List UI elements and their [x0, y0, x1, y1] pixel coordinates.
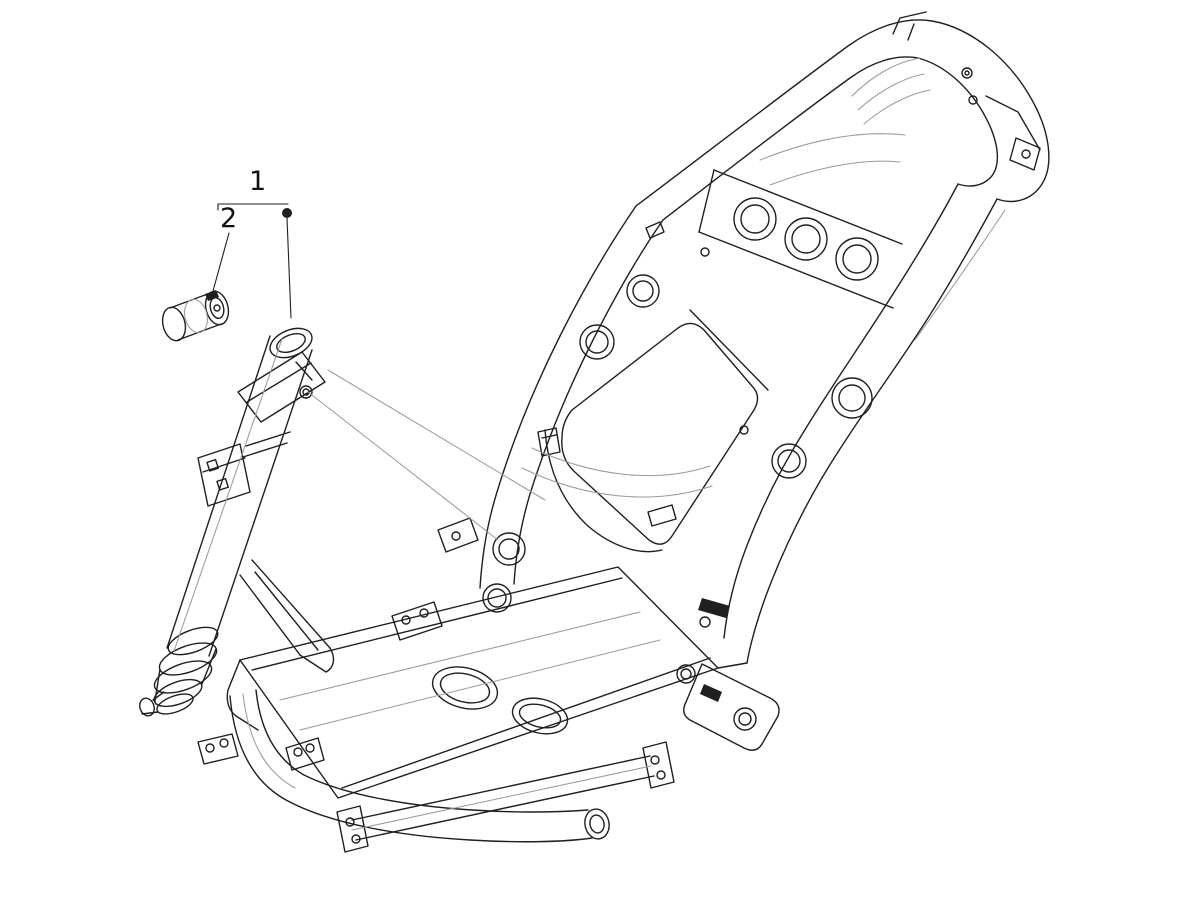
frame-slot-dark: [698, 598, 730, 618]
rear-cross-member: [336, 741, 675, 853]
bushing-seam: [184, 298, 208, 334]
main-frame: [437, 11, 1050, 684]
lower-tube-contour: [242, 693, 296, 789]
callout-1-label: 1: [249, 166, 267, 197]
floor-platform: [197, 566, 719, 799]
lower-tube: [229, 689, 610, 843]
bushing-slot: [205, 290, 219, 301]
cross-member-contour: [351, 765, 652, 831]
floor-ribs: [279, 611, 661, 731]
bushing-part: [161, 290, 230, 342]
callout-leader-lines: [212, 203, 292, 319]
bracket-slot-dark: [700, 684, 722, 702]
callout-2-label: 2: [220, 203, 238, 234]
steering-tube-contour: [173, 338, 283, 652]
steering-tube: [139, 327, 335, 717]
callout-1-dot: [282, 208, 292, 218]
rear-lower-bracket: [683, 662, 780, 751]
hidden-detail-lines: [307, 57, 1006, 541]
